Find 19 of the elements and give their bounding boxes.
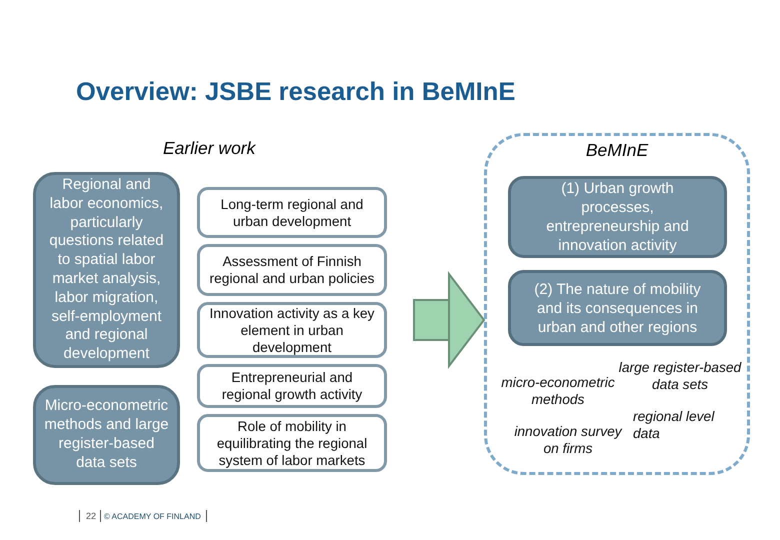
- work-package-box: (2) The nature of mobility and its consequences in urban and other regions: [508, 270, 727, 346]
- method-note: innovation survey on firms: [513, 424, 624, 457]
- column-heading: Earlier work: [163, 138, 256, 159]
- page-number: 22: [86, 511, 96, 522]
- theme-box: Long-term regional and urban development: [197, 187, 387, 238]
- project-frame: [484, 133, 750, 475]
- frame-title: BeMInE: [586, 140, 648, 161]
- theme-box: Entrepreneurial and regional growth activity: [197, 364, 387, 408]
- theme-box: Innovation activity as a key element in urban development: [197, 302, 387, 358]
- data-note: large register-based data sets: [618, 360, 742, 393]
- footer-text: © ACADEMY OF FINLAND: [104, 511, 201, 522]
- theme-box: Assessment of Finnish regional and urban policies: [197, 244, 387, 296]
- work-package-box: (1) Urban growth processes, entrepreneurship and innovation activity: [508, 176, 727, 258]
- method-note: micro-econometric methods: [500, 375, 616, 408]
- theme-box: Role of mobility in equilibrating the regional system of labor markets: [197, 414, 387, 472]
- topic-box: Regional and labor economics, particularly questions related to spatial labor market analysis, labor migration, self-employment and regional development: [33, 172, 180, 368]
- slide-title: Overview: JSBE research in BeMInE: [76, 78, 516, 107]
- topic-box: Micro-econometric methods and large register-based data sets: [33, 385, 180, 485]
- data-note: regional level data: [633, 409, 716, 442]
